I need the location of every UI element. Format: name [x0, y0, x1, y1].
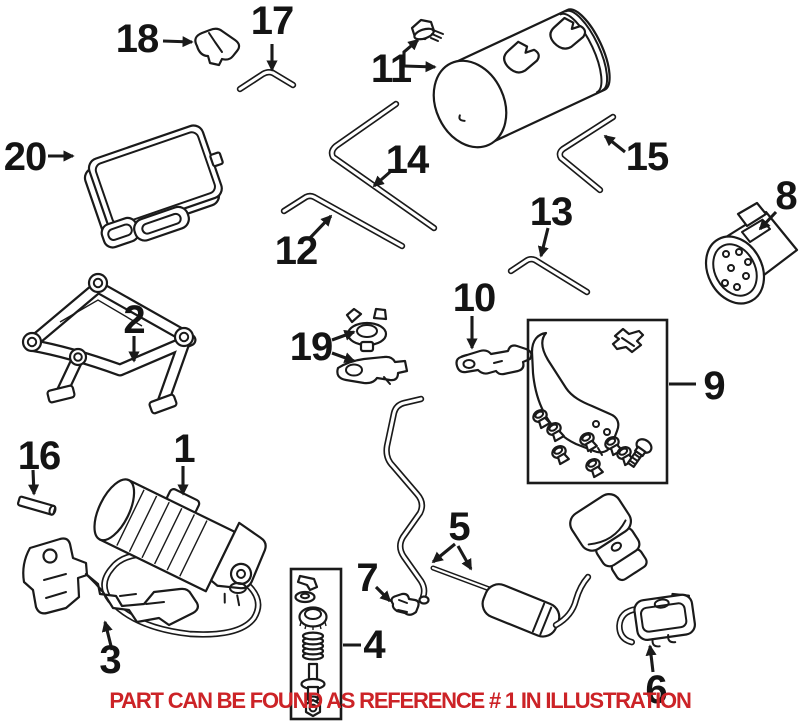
part-label-8: 8 [775, 174, 797, 218]
part-drawing-support-bracket-lower [22, 537, 247, 627]
part-drawing-holder-bracket [455, 344, 533, 376]
part-label-14: 14 [385, 138, 429, 182]
part-drawing-clip [390, 592, 420, 616]
arrow-to-part-19-plate [331, 351, 356, 364]
part-drawing-vent-elbow [194, 27, 241, 67]
part-drawing-connector-block [704, 201, 799, 305]
part-drawing-hardware-kit [289, 567, 343, 721]
arrow-to-part-18 [162, 36, 194, 48]
part-label-13: 13 [529, 190, 573, 234]
reference-banner: PART CAN BE FOUND AS REFERENCE # 1 IN IL… [109, 688, 691, 713]
part-label-1: 1 [173, 427, 195, 471]
arrow-to-part-14 [372, 170, 392, 188]
part-label-16: 16 [17, 434, 61, 478]
arrow-to-part-8 [758, 210, 778, 231]
part-drawing-air-line-15 [556, 113, 617, 194]
part-label-15: 15 [625, 135, 669, 179]
arrow-to-part-12 [307, 214, 333, 241]
part-drawing-mounting-bracket [21, 272, 197, 415]
part-drawing-air-line-13 [507, 256, 591, 296]
part-drawing-pressure-hose [383, 395, 648, 638]
arrow-to-part-16 [28, 469, 40, 496]
arrow-to-part-11-tank [403, 61, 437, 73]
part-drawing-air-line-12 [280, 192, 406, 250]
part-drawing-air-line-14 [328, 100, 438, 232]
part-drawing-valve-and-plate [336, 307, 409, 385]
arrow-to-part-5-tube [431, 542, 456, 564]
part-drawing-tank-bolt [410, 18, 444, 42]
part-label-11: 11 [370, 47, 412, 91]
part-label-19: 19 [289, 325, 333, 369]
part-label-4: 4 [363, 623, 385, 667]
arrow-to-part-15 [603, 134, 626, 154]
part-label-6: 6 [645, 668, 667, 712]
arrow-to-part-13 [537, 227, 550, 258]
arrow-to-part-7 [374, 585, 392, 603]
callout-arrows [28, 36, 778, 673]
arrow-to-part-3 [101, 620, 114, 651]
part-drawing-control-module [83, 124, 224, 249]
part-label-20: 20 [3, 135, 47, 179]
part-drawing-noise-suppressor [616, 592, 696, 648]
part-drawing-repair-kit [526, 318, 669, 485]
part-label-17: 17 [250, 0, 294, 43]
part-label-3: 3 [99, 638, 121, 682]
part-label-7: 7 [356, 556, 378, 600]
arrow-to-part-11-bolt [402, 38, 420, 66]
arrow-to-part-19-valve [331, 329, 356, 342]
part-drawing-air-line-17 [236, 69, 297, 93]
part-label-2: 2 [123, 298, 145, 342]
part-label-18: 18 [115, 17, 159, 61]
part-drawing-pin [16, 495, 57, 516]
part-label-10: 10 [452, 276, 496, 320]
part-label-12: 12 [274, 229, 318, 273]
part-drawing-air-tank [432, 8, 611, 149]
part-label-9: 9 [703, 364, 725, 408]
arrow-to-part-6 [645, 644, 657, 673]
arrow-to-part-5-hose [456, 545, 473, 571]
part-label-5: 5 [448, 505, 470, 549]
